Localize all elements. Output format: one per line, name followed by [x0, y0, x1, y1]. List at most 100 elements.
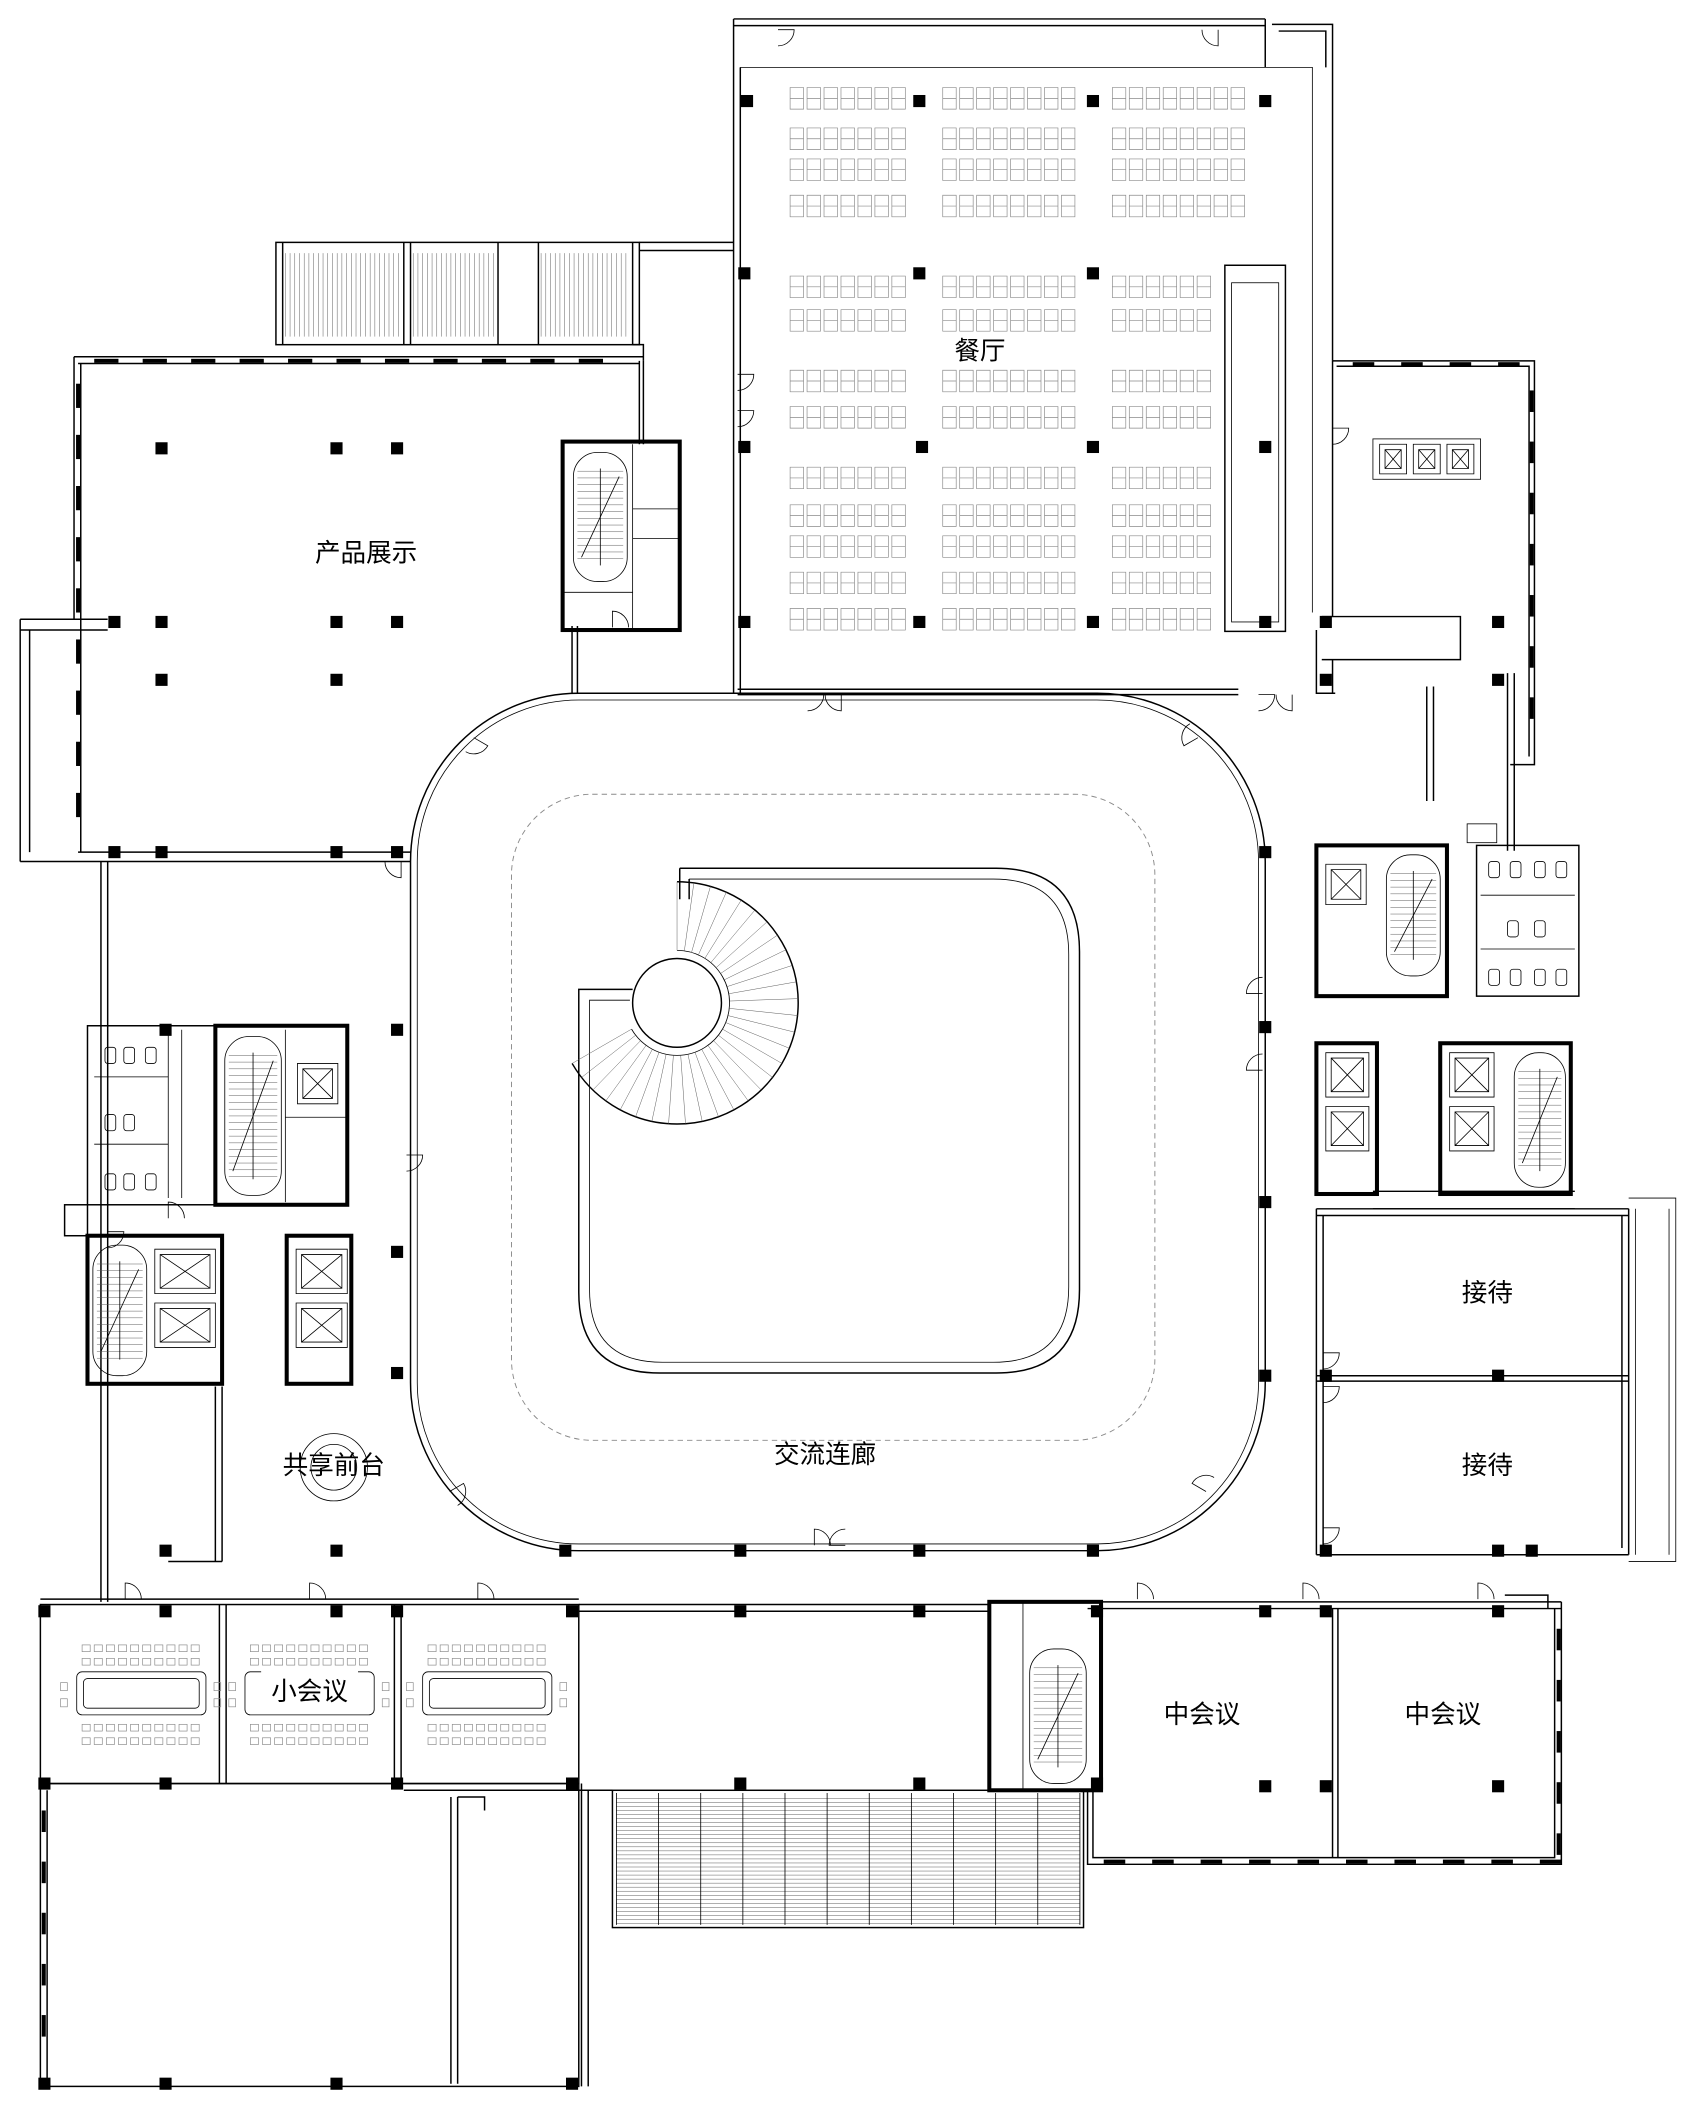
- conference-chair: [476, 1737, 485, 1745]
- door-swing: [1332, 427, 1350, 445]
- dining-table: [942, 158, 957, 181]
- dining-table: [993, 369, 1008, 393]
- dining-table: [1111, 369, 1127, 393]
- dining-table: [993, 309, 1008, 332]
- structural-column: [1319, 1369, 1332, 1382]
- dining-table: [1213, 194, 1228, 218]
- north-bridge-stairs: [275, 241, 734, 361]
- structural-column: [913, 1544, 926, 1557]
- dining-table: [976, 535, 991, 558]
- label-medium-meeting-left: 中会议: [1164, 1700, 1241, 1730]
- dining-table: [806, 466, 821, 490]
- restaurant-inner-boundary: [740, 66, 1313, 613]
- spiral-stair-inner-edge: [631, 949, 730, 1056]
- structural-column: [330, 1605, 343, 1618]
- ring-outer-edge-inner-line: [416, 699, 1259, 1545]
- east-lower-stair-flight: [1513, 1052, 1566, 1188]
- conference-chair: [213, 1682, 222, 1692]
- conference-chair: [346, 1723, 356, 1732]
- dining-table: [959, 608, 974, 631]
- conference-chair: [262, 1644, 271, 1652]
- stair-direction-line: [100, 1269, 140, 1352]
- conference-chair: [118, 1644, 127, 1652]
- dining-table: [976, 127, 991, 150]
- door-swing: [1323, 1352, 1340, 1370]
- dining-table: [823, 369, 838, 393]
- east-stair-enclosure: [1314, 843, 1449, 999]
- dining-table: [1162, 608, 1178, 631]
- door-swing: [828, 1528, 846, 1546]
- conference-chair: [476, 1723, 485, 1732]
- structural-column: [108, 846, 121, 859]
- dining-table: [823, 309, 838, 332]
- structural-column: [38, 1777, 51, 1790]
- dining-table: [891, 466, 906, 490]
- dining-table: [1010, 369, 1025, 393]
- dining-table: [1179, 309, 1194, 332]
- conference-chair: [286, 1644, 296, 1652]
- structural-column: [391, 1023, 404, 1036]
- conference-chair: [512, 1644, 522, 1652]
- stair-direction-line: [1037, 1673, 1079, 1760]
- structural-column: [1319, 673, 1332, 686]
- stair-direction-line: [1521, 1076, 1558, 1164]
- door-swing: [777, 29, 795, 47]
- structural-column: [330, 442, 343, 455]
- conference-chair: [464, 1644, 473, 1652]
- dining-table: [1162, 369, 1178, 393]
- dining-table: [1196, 87, 1211, 110]
- door-swing: [1258, 694, 1276, 712]
- dining-table: [959, 535, 974, 558]
- elevator-car: [1449, 1052, 1495, 1098]
- dining-table: [1061, 309, 1076, 332]
- dining-table: [874, 309, 889, 332]
- structural-column: [1086, 440, 1100, 454]
- dining-table: [823, 87, 838, 110]
- structural-column: [559, 1544, 572, 1557]
- structural-column: [738, 615, 751, 629]
- reception-desk-inner: [310, 1443, 358, 1491]
- east-elevator-core-right: [1438, 1041, 1573, 1197]
- dining-table: [1044, 504, 1059, 527]
- structural-column: [740, 94, 754, 108]
- window-mullion: [1539, 1859, 1562, 1864]
- dining-table: [1128, 369, 1144, 393]
- toilet-fixture: [1555, 861, 1568, 879]
- east-toilets: [1475, 844, 1580, 997]
- north-stair-flight: [572, 451, 628, 582]
- dining-table: [993, 127, 1008, 150]
- conference-chair: [286, 1658, 296, 1666]
- spiral-stair-tread: [722, 1028, 783, 1064]
- dining-table: [1162, 466, 1178, 490]
- dining-table: [1010, 571, 1025, 595]
- structural-column: [159, 1544, 172, 1557]
- dining-table: [1179, 608, 1194, 631]
- dining-table: [1128, 466, 1144, 490]
- dining-table: [806, 571, 821, 595]
- conference-chair: [464, 1723, 473, 1732]
- door-swing: [1136, 1582, 1154, 1600]
- dining-table: [1111, 127, 1127, 150]
- window-mullion: [1556, 1782, 1561, 1804]
- spiral-stair-tread: [680, 1055, 686, 1124]
- dining-table: [1027, 571, 1042, 595]
- dining-table: [959, 158, 974, 181]
- restaurant-ramp: [1224, 264, 1287, 633]
- dining-table: [1027, 275, 1042, 298]
- stair-direction-line: [1394, 878, 1433, 952]
- product-display-hall: [19, 356, 645, 863]
- structural-column: [155, 615, 168, 629]
- door-swing: [124, 1582, 142, 1600]
- dining-table: [1162, 275, 1178, 298]
- dining-table: [823, 275, 838, 298]
- stair-direction-line: [581, 476, 620, 558]
- structural-column: [1492, 1369, 1505, 1382]
- elevator-car: [1449, 1106, 1495, 1152]
- east-elevator-core-left: [1314, 1041, 1379, 1197]
- structural-column: [913, 94, 926, 108]
- dining-table: [1196, 194, 1211, 218]
- toilet-fixture: [1555, 968, 1568, 986]
- dining-table: [1061, 504, 1076, 527]
- conference-chair: [406, 1682, 414, 1692]
- dining-table: [976, 571, 991, 595]
